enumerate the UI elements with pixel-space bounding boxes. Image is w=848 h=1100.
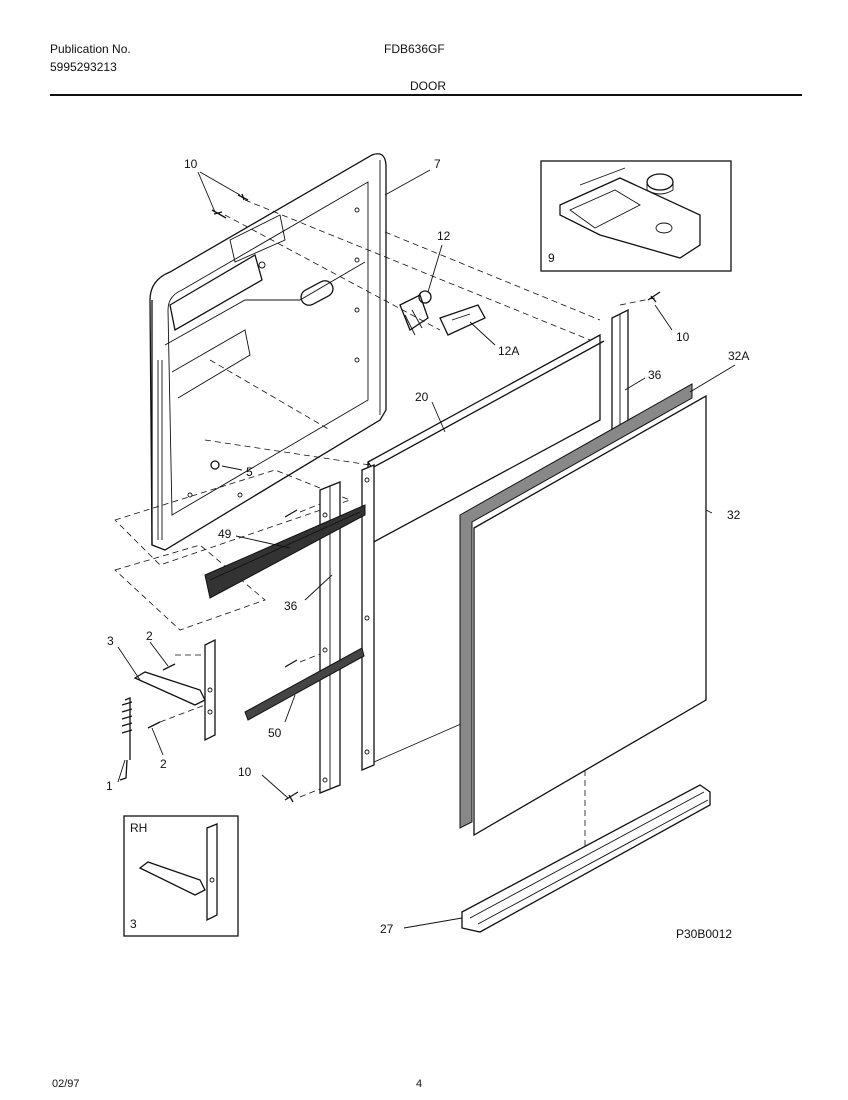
callout-20: 20: [415, 390, 429, 404]
dispenser-inset: [540, 160, 732, 272]
publication-number: 5995293213: [50, 60, 117, 74]
callout-36-bottom: 36: [284, 599, 298, 613]
rh-hinge-inset: [123, 815, 239, 937]
figure-code: P30B0012: [676, 927, 732, 941]
callout-12: 12: [437, 229, 451, 243]
callout-10-right: 10: [676, 330, 690, 344]
callout-10-bottom: 10: [238, 765, 252, 779]
outer-door-panel: [361, 333, 605, 771]
page-number: 4: [416, 1078, 423, 1090]
door-screws: [210, 193, 661, 803]
callout-5: 5: [246, 465, 253, 479]
bottom-trim: [461, 784, 711, 933]
footer-date: 02/97: [52, 1078, 80, 1090]
inner-door-frame: [149, 153, 387, 551]
callout-10-top: 10: [184, 157, 198, 171]
header-rule: [50, 94, 802, 96]
model-number: FDB636GF: [384, 42, 445, 56]
inset-top-part-number: 9: [548, 251, 555, 265]
inset-rh-label: RH: [130, 821, 147, 835]
callout-32: 32: [727, 508, 741, 522]
callout-1: 1: [106, 779, 113, 793]
section-title: DOOR: [410, 79, 446, 93]
callout-27: 27: [380, 922, 394, 936]
seal-strips: [204, 504, 366, 721]
callout-49: 49: [218, 527, 232, 541]
callout-36-top: 36: [648, 368, 662, 382]
callout-50: 50: [268, 726, 282, 740]
callout-2-top: 2: [146, 629, 153, 643]
callout-32a: 32A: [728, 349, 749, 363]
hinge-assembly: [119, 638, 216, 781]
callout-12a: 12A: [498, 344, 519, 358]
side-trim-strips: [319, 308, 629, 794]
assembly-lines: [114, 199, 656, 860]
inset-rh-part-number: 3: [130, 917, 137, 931]
publication-label: Publication No.: [50, 42, 131, 56]
latch-assembly: [399, 290, 486, 336]
callout-3: 3: [107, 634, 114, 648]
callout-2-bottom: 2: [160, 757, 167, 771]
front-panel: [459, 383, 707, 837]
leader-lines: [117, 169, 736, 929]
callout-7: 7: [434, 157, 441, 171]
